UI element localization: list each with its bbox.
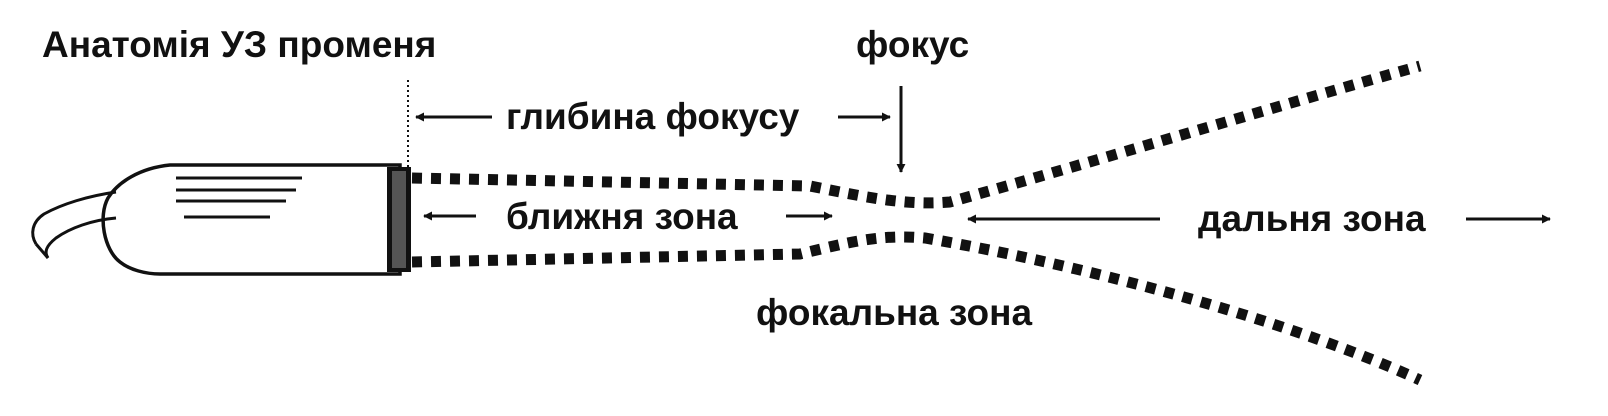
focus-label: фокус [856,24,969,65]
diagram-title: Анатомія УЗ променя [42,24,436,65]
far-zone-label: дальня зона [1198,198,1426,239]
near-zone-label: ближня зона [506,196,738,237]
ultrasound-transducer-icon [31,80,411,276]
focal-zone-label: фокальна зона [756,292,1032,333]
beam-upper-edge [411,60,1422,209]
depth-of-focus-label: глибина фокусу [506,96,800,137]
beam-lower-edge [411,231,1423,386]
